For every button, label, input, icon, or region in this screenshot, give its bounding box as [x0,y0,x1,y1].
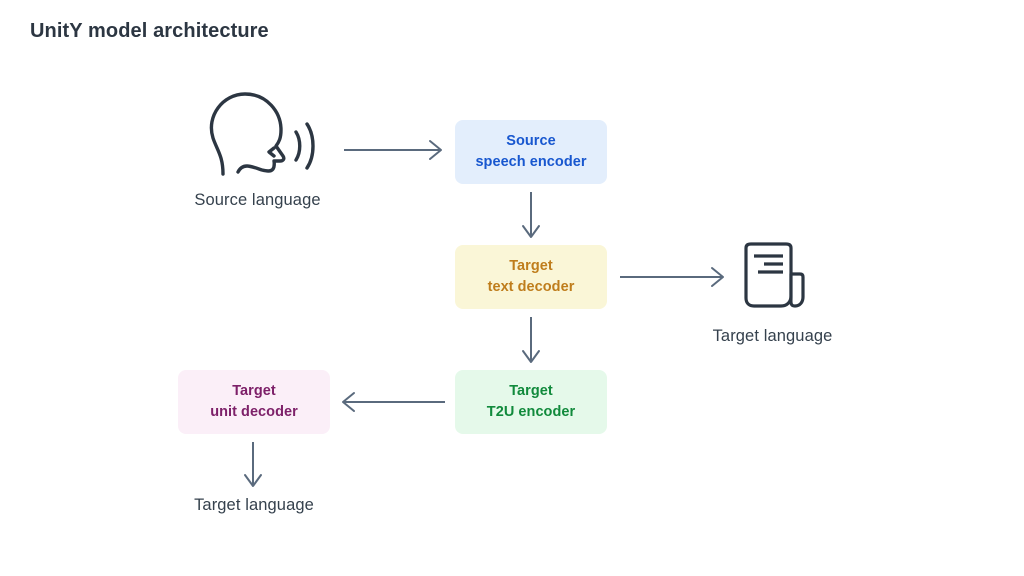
node-source-speech-encoder-label: Source speech encoder [475,132,587,170]
arrow-unit-decoder-to-target-language [244,442,262,487]
document-icon [743,242,805,308]
endpoint-target-language-audio: Target language [178,496,330,515]
endpoint-target-language-document-label: Target language [712,327,833,345]
node-target-unit-decoder-label: Target unit decoder [210,382,298,420]
node-source-speech-encoder[interactable]: Source speech encoder [455,120,607,184]
node-target-text-decoder-label: Target text decoder [487,257,575,295]
page-title: UnitY model architecture [30,20,269,42]
endpoint-target-language-audio-label: Target language [194,496,314,514]
arrow-text-decoder-to-t2u-encoder [522,317,540,363]
node-target-t2u-encoder[interactable]: Target T2U encoder [455,370,607,434]
arrow-t2u-encoder-to-unit-decoder [342,392,445,412]
endpoint-target-language-document: Target language [700,240,845,346]
arrow-speech-encoder-to-text-decoder [522,192,540,238]
node-target-text-decoder[interactable]: Target text decoder [455,245,607,309]
speaking-head-icon [209,92,315,176]
node-target-t2u-encoder-label: Target T2U encoder [486,382,576,420]
node-target-unit-decoder[interactable]: Target unit decoder [178,370,330,434]
endpoint-source-language-label: Source language [194,191,321,209]
arrow-head-to-speech-encoder [344,140,442,160]
endpoint-source-language: Source language [170,86,345,210]
